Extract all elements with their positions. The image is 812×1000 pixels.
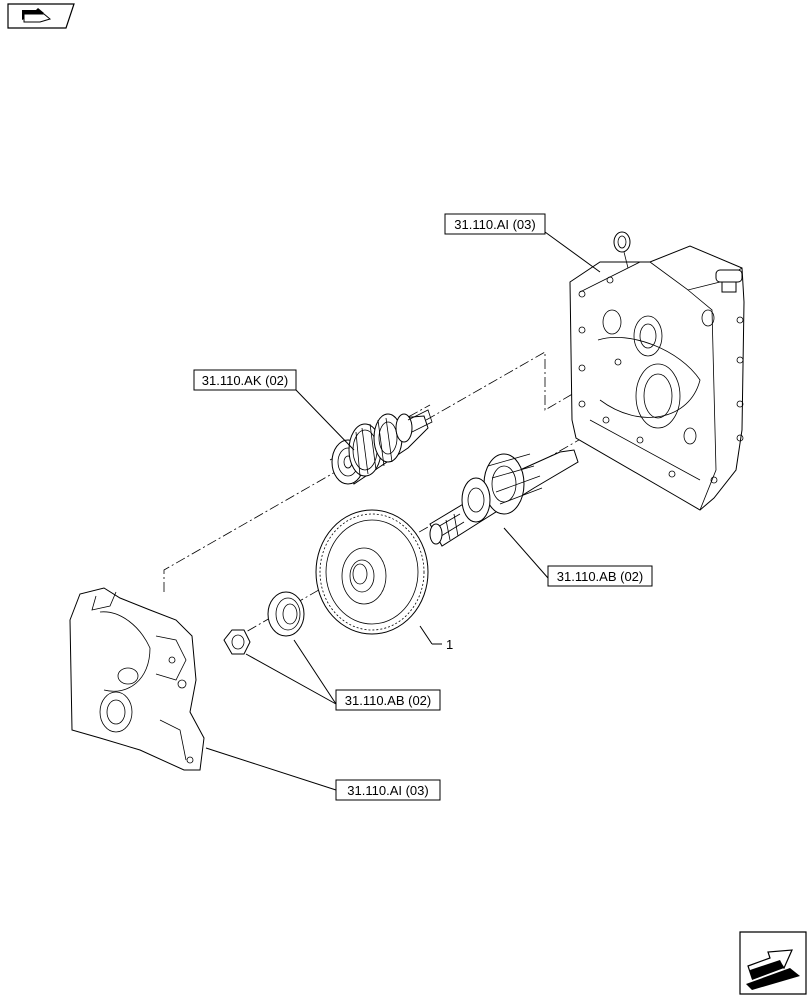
callout-bearing-nut-label: 31.110.AB (02) [345,693,431,708]
lower-housing [69,587,205,771]
callout-output-shaft[interactable]: 31.110.AB (02) [547,565,653,587]
callout-output-shaft-label: 31.110.AB (02) [557,569,643,584]
callout-shaft-gear[interactable]: 31.110.AK (02) [193,369,297,391]
leader-lines [205,231,601,791]
callout-housing-bottom-label: 31.110.AI (03) [347,783,428,798]
item-number-1: 1 [446,637,453,652]
gear-cluster-shaft [331,409,433,485]
callout-shaft-gear-label: 31.110.AK (02) [202,373,288,388]
large-gear [315,509,429,635]
book-arrow-icon[interactable] [7,3,75,29]
upper-housing [569,231,745,511]
callout-housing-bottom[interactable]: 31.110.AI (03) [335,779,441,801]
callout-bearing-nut[interactable]: 31.110.AB (02) [335,689,441,711]
next-page-arrow-icon[interactable] [739,931,807,995]
callout-housing-top-label: 31.110.AI (03) [454,217,535,232]
callout-housing-top[interactable]: 31.110.AI (03) [444,213,546,235]
bearing [267,591,305,637]
output-shaft [429,449,579,547]
hex-nut [223,629,251,655]
